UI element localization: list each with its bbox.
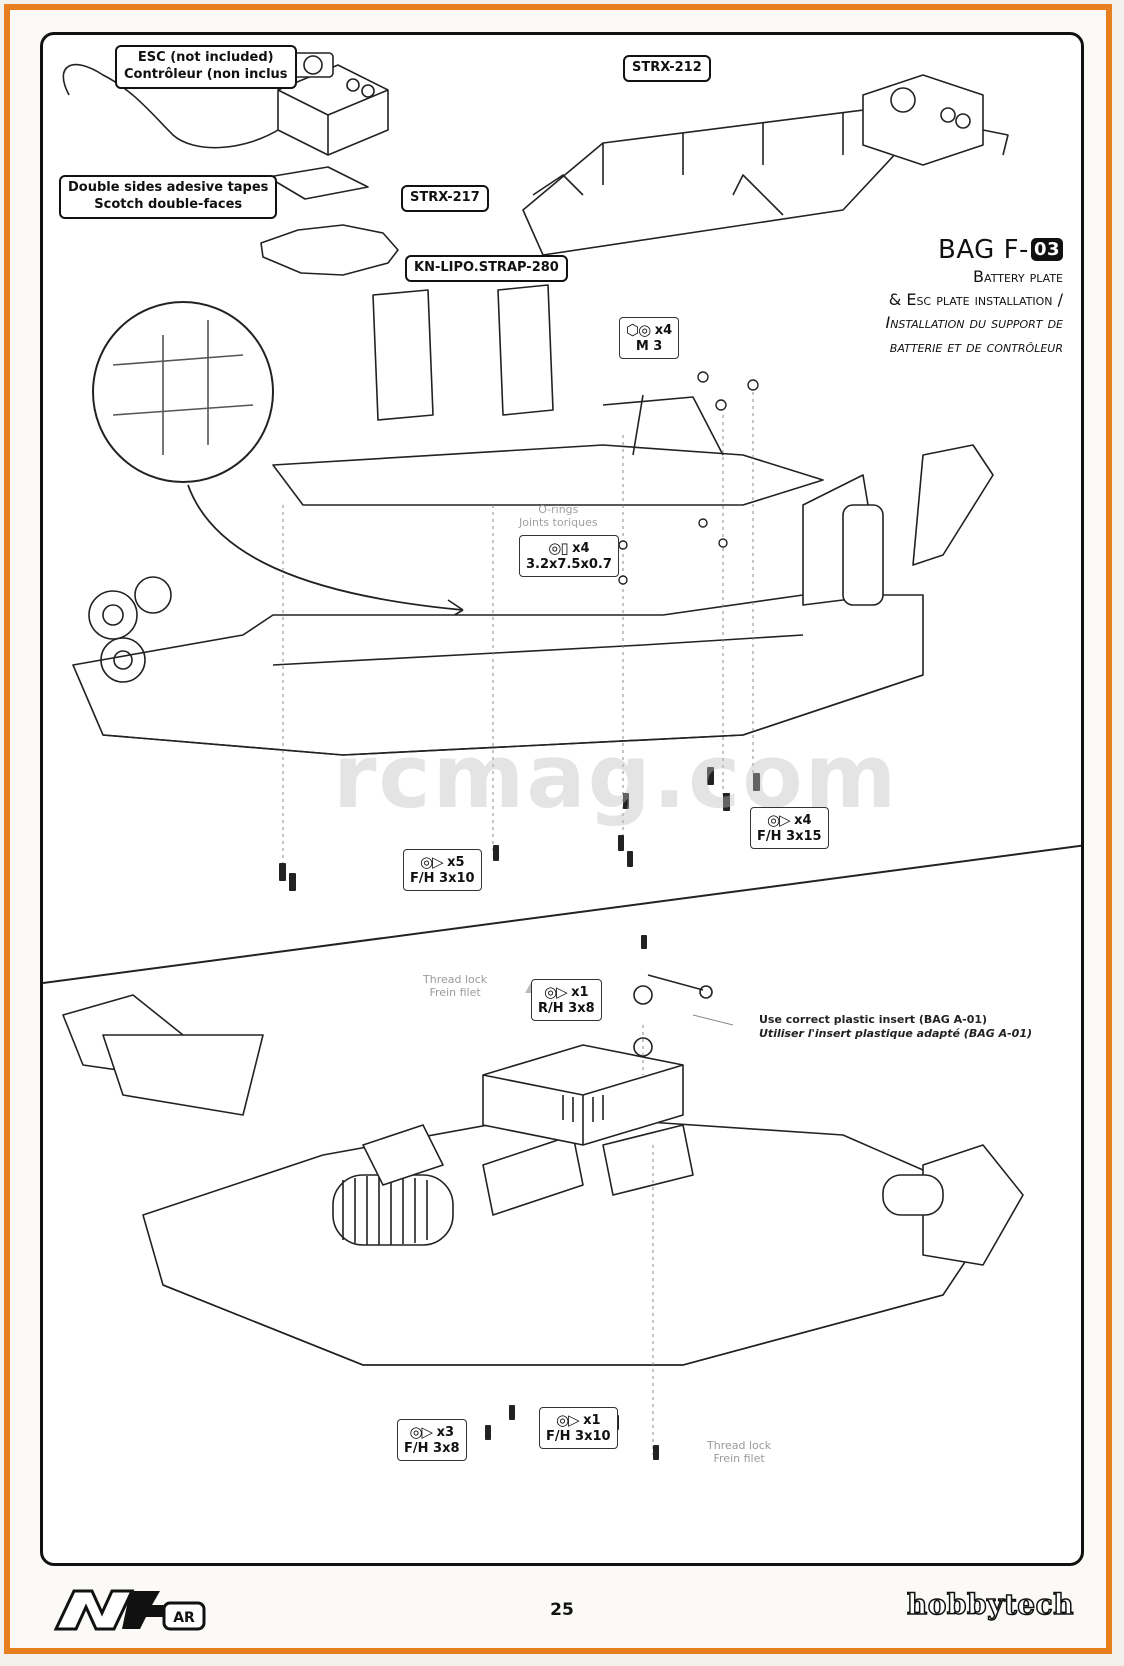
instruction-panel: rcmag.com ESC (not included)Contrôleur (…: [40, 32, 1084, 1566]
battery-tray: [272, 444, 824, 506]
step-title: BAG F-03 Battery plate & Esc plate insta…: [885, 235, 1063, 358]
battery-strap-right: [497, 284, 554, 416]
assembly-drawing: [43, 52, 1081, 1460]
hobbytech-logo: hobbytech: [906, 1587, 1074, 1622]
screw-icon: ◎▷: [544, 983, 568, 1001]
page-number: 25: [550, 1600, 574, 1620]
hardware-fh3x10-bottom: ◎▷ x1 F/H 3x10: [539, 1407, 618, 1449]
title-line2: & Esc plate installation /: [888, 290, 1063, 310]
bag-number: 03: [1030, 238, 1063, 261]
hardware-fh3x15: ◎▷ x4 F/H 3x15: [750, 807, 829, 849]
svg-text:AR: AR: [173, 1610, 195, 1626]
chassis-bottom: [62, 994, 1024, 1366]
esc-plate: [260, 224, 399, 276]
o-ring-icon: ◎▯: [548, 539, 568, 557]
section-divider: [43, 844, 1081, 984]
screw-icon: ◎▷: [419, 853, 444, 871]
battery-strap-left: [372, 289, 434, 421]
nut-washer-icon: ⬡◎: [626, 321, 651, 339]
callout-strx217: STRX-217: [401, 185, 489, 212]
servo: [482, 1037, 684, 1146]
esc-wire: [62, 63, 284, 149]
esc-unit-left: [277, 52, 389, 156]
title-line3: Installation du support de: [885, 313, 1063, 333]
callout-strx212: STRX-212: [623, 55, 711, 82]
double-sided-tape: [267, 166, 369, 200]
hardware-fh3x10-top: ◎▷ x5 F/H 3x10: [403, 849, 482, 891]
insert-note: Use correct plastic insert (BAG A-01) Ut…: [759, 1013, 1033, 1041]
callout-esc: ESC (not included)Contrôleur (non inclus: [115, 45, 297, 89]
screw-icon: ◎▷: [555, 1411, 580, 1429]
esc-unit-right: [862, 74, 1009, 166]
screw-icon: ◎▷: [409, 1423, 433, 1441]
hardware-m3: ⬡◎ x4 M 3: [619, 317, 680, 359]
title-line1: Battery plate: [973, 267, 1063, 286]
nxt-ear-logo: AR: [52, 1583, 212, 1642]
screw-icon: ◎▷: [766, 811, 791, 829]
callout-strap: KN-LIPO.STRAP-280: [405, 255, 568, 282]
detail-view: [92, 301, 274, 483]
hardware-rh3x8: ◎▷ x1 R/H 3x8: [531, 979, 602, 1021]
chassis-top: [72, 444, 994, 756]
hardware-fh3x8: ◎▷ x3 F/H 3x8: [397, 1419, 467, 1461]
battery-holder: [522, 104, 914, 256]
detail-arrow: [187, 484, 464, 611]
bag-label: BAG F-: [938, 235, 1029, 265]
step-marker-label: 1: [527, 969, 534, 980]
servo-saver: [633, 985, 653, 1005]
title-line4: batterie et de contrôleur: [889, 336, 1063, 356]
hardware-oring: ◎▯ x4 3.2x7.5x0.7: [519, 535, 619, 577]
